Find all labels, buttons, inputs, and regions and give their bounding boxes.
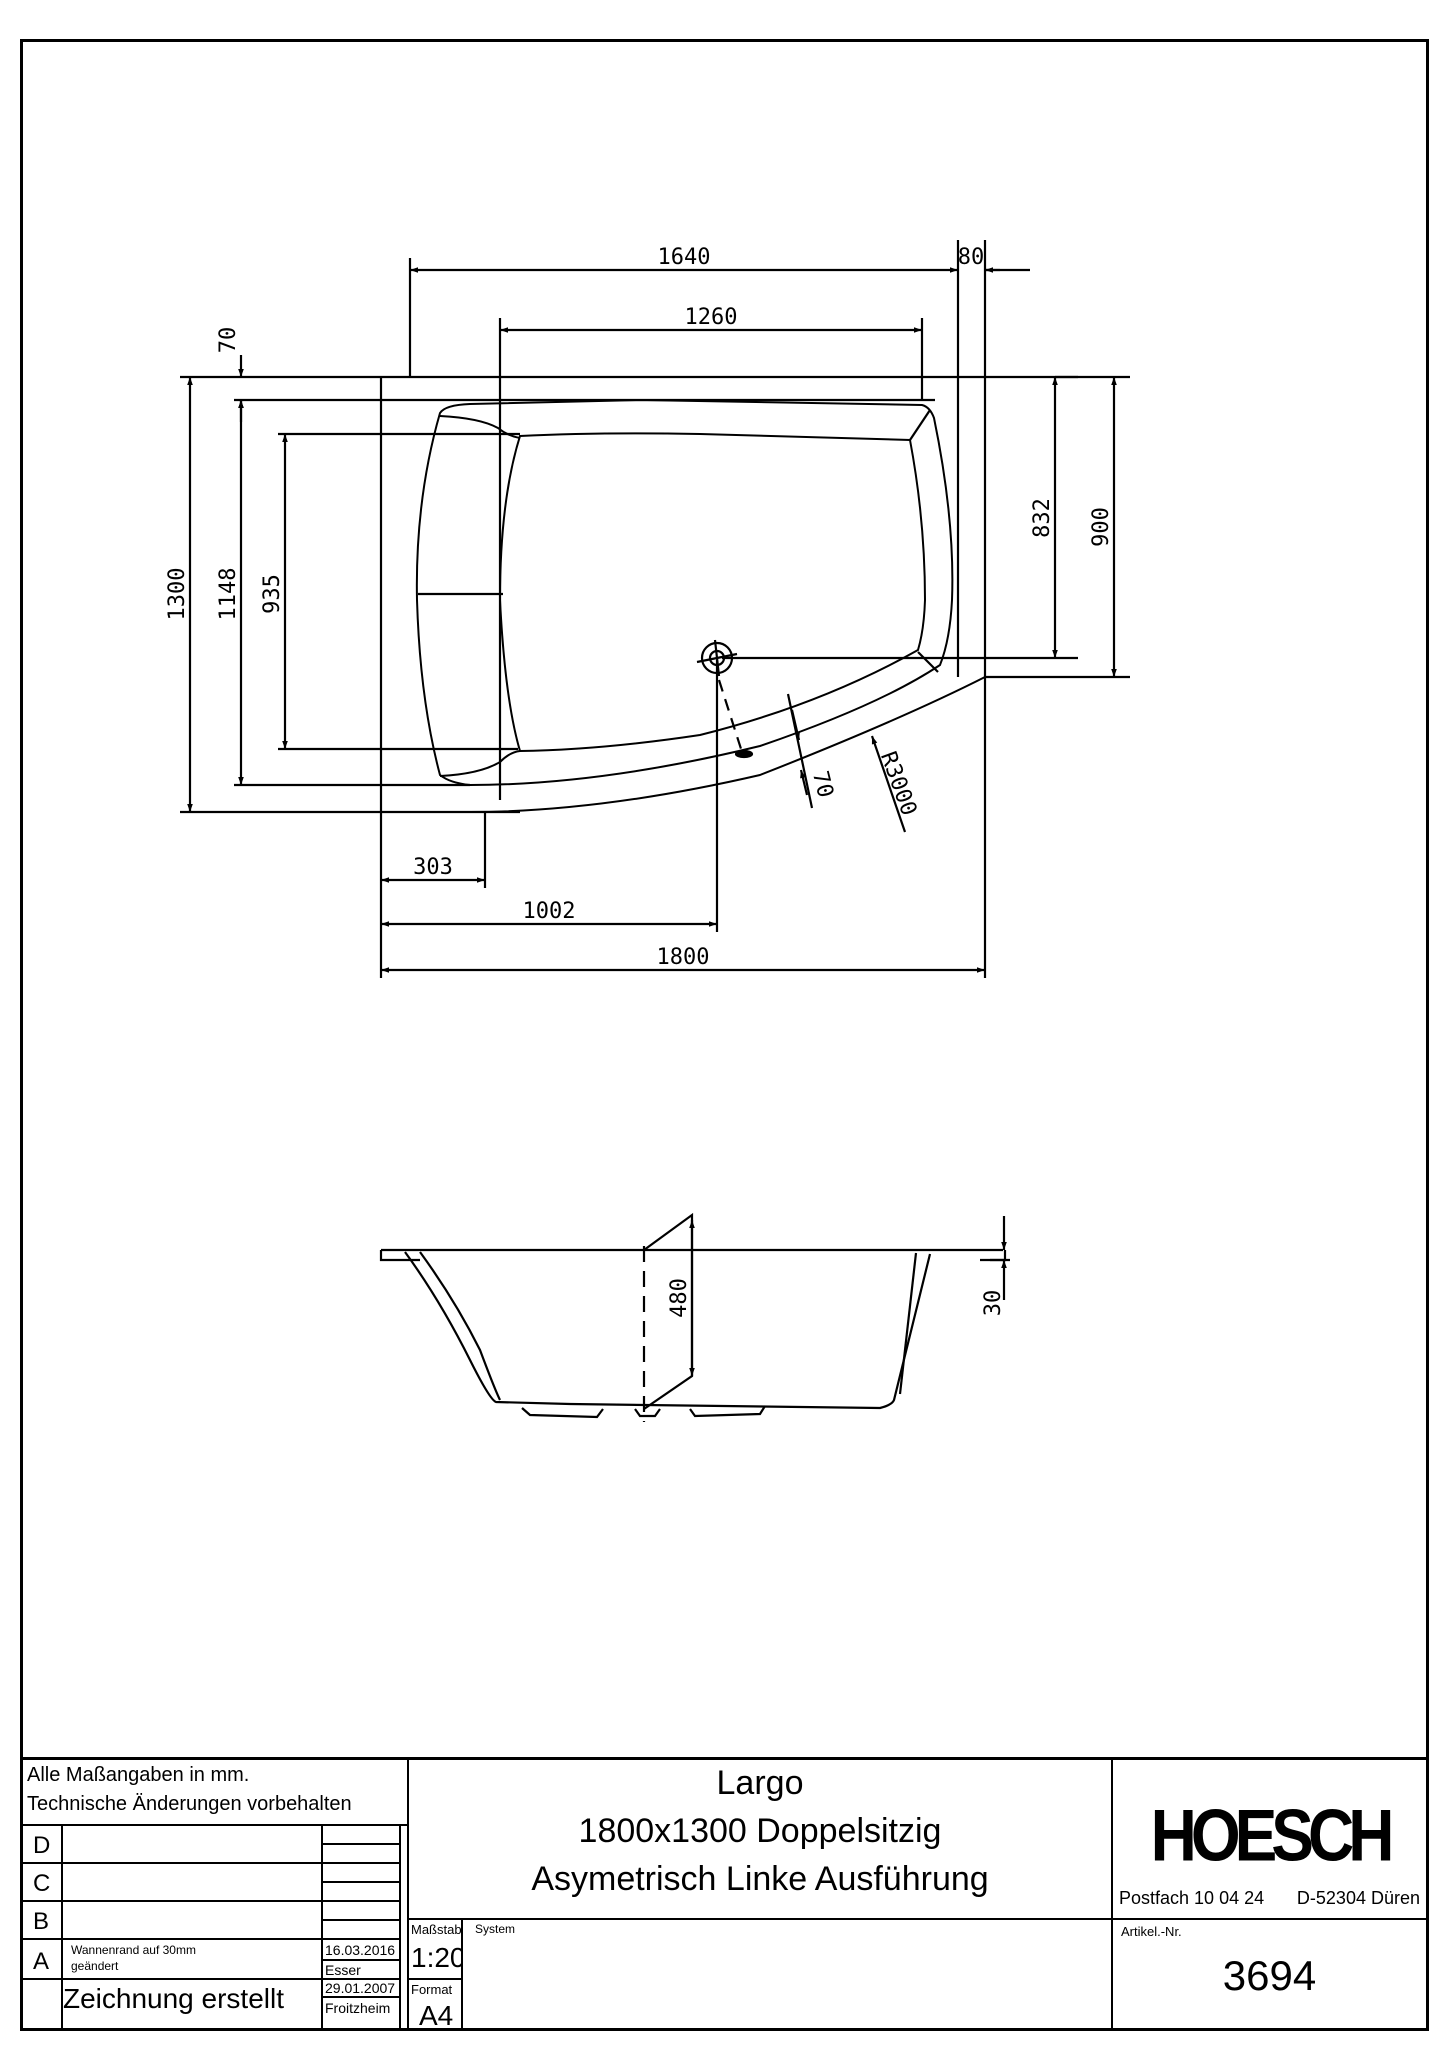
company-address-city: D-52304 Düren	[1296, 1888, 1420, 1908]
format-cell: Format A4	[407, 1978, 463, 2031]
rev-date-d	[321, 1824, 401, 1845]
rev-letter-c: C	[23, 1862, 63, 1902]
rev-desc-c	[61, 1862, 323, 1902]
created-name: Froitzheim	[325, 2000, 391, 2016]
system-cell: System	[461, 1918, 1113, 2028]
dim-70-front: 70	[807, 769, 838, 801]
drawing-frame	[20, 39, 1429, 2031]
dim-480: 480	[667, 1278, 692, 1318]
rev-letter-b: B	[23, 1900, 63, 1940]
rev-letter-d: D	[23, 1824, 63, 1864]
note-changes: Technische Änderungen vorbehalten	[27, 1793, 352, 1815]
dim-303: 303	[413, 855, 453, 880]
dim-832: 832	[1030, 498, 1055, 538]
rev-date-b	[321, 1900, 401, 1921]
scale-cell: Maßstab 1:20	[407, 1918, 466, 1980]
plan-view	[180, 240, 1130, 978]
system-label: System	[475, 1922, 516, 1936]
rev-name-a: Esser	[321, 1959, 401, 1980]
dim-70-top: 70	[216, 327, 241, 354]
dim-r3000: R3000	[875, 748, 921, 819]
dim-1260: 1260	[685, 305, 738, 330]
dim-1300: 1300	[165, 568, 190, 621]
section-dimension-labels: 480 30	[667, 1278, 1006, 1318]
rev-date-c	[321, 1862, 401, 1883]
notes-cell: Alle Maßangaben in mm. Technische Änderu…	[23, 1760, 409, 1826]
rev-name-c	[321, 1881, 401, 1902]
product-variant: Asymetrisch Linke Ausführung	[531, 1860, 989, 1898]
created-date: 29.01.2007	[325, 1980, 396, 1996]
dim-80: 80	[958, 245, 985, 270]
rev-desc-d	[61, 1824, 323, 1864]
product-title-cell: Largo 1800x1300 Doppelsitzig Asymetrisch…	[407, 1760, 1113, 1920]
dim-30: 30	[981, 1290, 1006, 1317]
dim-1640: 1640	[658, 245, 711, 270]
rev-desc-b	[61, 1900, 323, 1940]
dim-1148: 1148	[216, 568, 241, 621]
rev-a-desc-line1: Wannenrand auf 30mm	[71, 1943, 196, 1957]
product-name: Largo	[716, 1764, 804, 1802]
created-date-cell: 29.01.2007	[321, 1978, 401, 1998]
format-value: A4	[419, 2000, 454, 2031]
created-name-cell: Froitzheim	[321, 1996, 401, 2028]
technical-drawing: 1640 80 1260 303 1002 1800 1300 1148 935…	[165, 240, 1130, 1422]
section-view	[379, 1212, 1010, 1422]
dim-900: 900	[1089, 507, 1114, 547]
dim-935: 935	[260, 574, 285, 614]
scale-label: Maßstab	[411, 1922, 462, 1937]
dim-1800: 1800	[657, 945, 710, 970]
rev-a-desc-line2: geändert	[71, 1959, 119, 1973]
product-size: 1800x1300 Doppelsitzig	[578, 1812, 942, 1850]
created-label-cell: Zeichnung erstellt	[61, 1978, 323, 2028]
title-block: Alle Maßangaben in mm. Technische Änderu…	[23, 1757, 1426, 2031]
scale-value: 1:20	[411, 1942, 466, 1973]
rev-name-d	[321, 1843, 401, 1864]
note-units: Alle Maßangaben in mm.	[27, 1764, 250, 1786]
article-label: Artikel.-Nr.	[1121, 1924, 1182, 1939]
created-letter-cell	[23, 1978, 63, 2028]
company-logo: HOESCH	[1150, 1793, 1395, 1877]
article-number: 3694	[1222, 1952, 1317, 1999]
format-label: Format	[411, 1982, 453, 1997]
created-label: Zeichnung erstellt	[63, 1983, 285, 2014]
article-cell: Artikel.-Nr. 3694	[1111, 1918, 1426, 2028]
rev-letter-a: A	[23, 1938, 63, 1980]
company-address-po: Postfach 10 04 24	[1119, 1888, 1265, 1908]
company-cell: HOESCH Postfach 10 04 24 D-52304 Düren	[1111, 1760, 1426, 1920]
rev-date-a: 16.03.2016	[321, 1938, 401, 1961]
plan-dimension-labels: 1640 80 1260 303 1002 1800 1300 1148 935…	[165, 245, 1114, 970]
rev-desc-a: Wannenrand auf 30mm geändert	[61, 1938, 323, 1980]
dim-1002: 1002	[523, 899, 576, 924]
rev-name-b	[321, 1919, 401, 1940]
